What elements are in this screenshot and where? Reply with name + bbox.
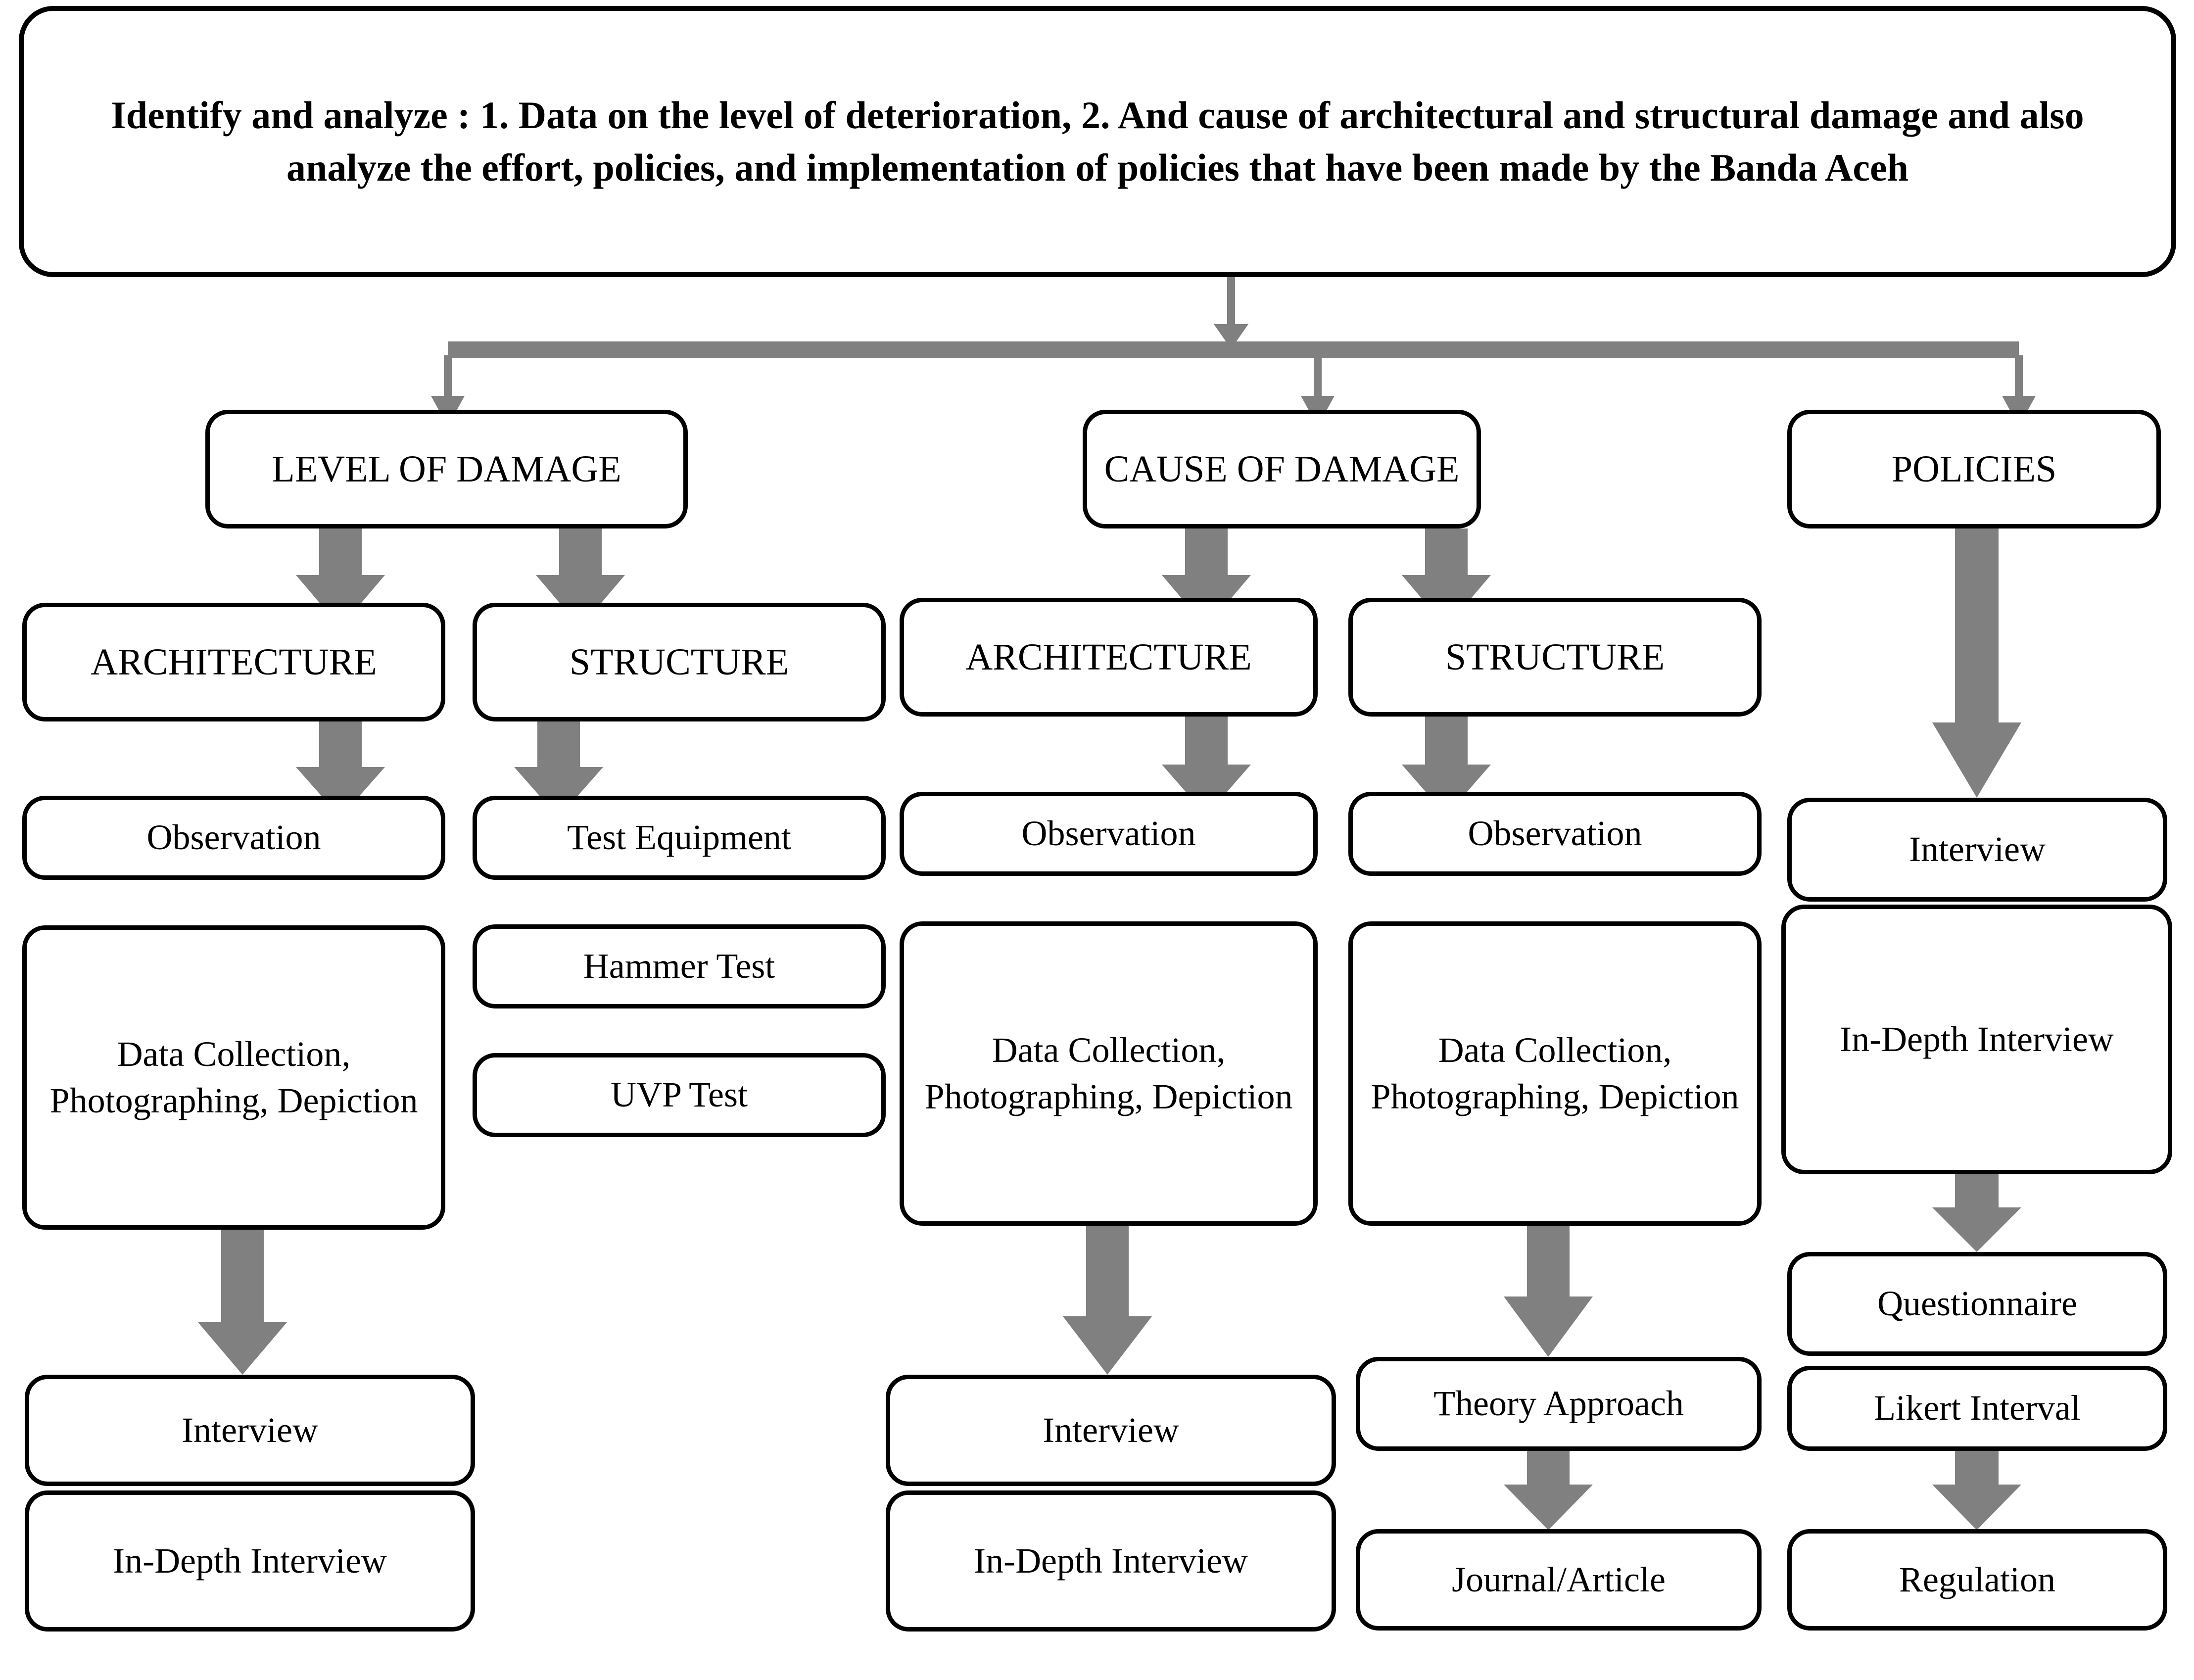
method-level-arch-interview-label: Interview <box>182 1410 318 1450</box>
category-cause-architecture-label: ARCHITECTURE <box>965 636 1252 678</box>
category-cause-architecture: ARCHITECTURE <box>900 598 1318 717</box>
method-cause-arch-observation: Observation <box>900 792 1318 876</box>
method-level-struct-test-equipment: Test Equipment <box>473 796 886 880</box>
branch-level-of-damage: LEVEL OF DAMAGE <box>205 410 688 528</box>
method-level-arch-observation-label: Observation <box>146 817 321 858</box>
method-policies-questionnaire: Questionnaire <box>1787 1252 2167 1356</box>
root-objective-text: Identify and analyze : 1. Data on the le… <box>111 93 2084 189</box>
arrow-head-root <box>1214 324 1248 349</box>
arrow-likert-to-regulation <box>1932 1450 2021 1530</box>
method-policies-indepth-interview-label: In-Depth Interview <box>1840 1019 2114 1059</box>
method-cause-struct-theory-approach-label: Theory Approach <box>1433 1384 1684 1424</box>
method-level-arch-data-collection-label: Data Collection, Photographing, Depictio… <box>49 1034 418 1120</box>
method-cause-struct-data-collection-label: Data Collection, Photographing, Depictio… <box>1371 1030 1739 1116</box>
branch-policies-label: POLICIES <box>1891 448 2057 490</box>
method-cause-arch-data-collection: Data Collection, Photographing, Depictio… <box>900 921 1318 1226</box>
category-level-architecture-label: ARCHITECTURE <box>91 641 377 683</box>
method-cause-struct-observation: Observation <box>1348 792 1762 876</box>
branch-cause-of-damage-label: CAUSE OF DAMAGE <box>1104 448 1460 490</box>
connector-bus-horizontal <box>448 341 2019 358</box>
arrow-theory-to-journal <box>1504 1449 1593 1530</box>
method-level-arch-observation: Observation <box>22 796 445 880</box>
method-cause-struct-observation-label: Observation <box>1468 814 1642 854</box>
method-cause-struct-journal-article: Journal/Article <box>1356 1529 1762 1631</box>
method-level-struct-hammer-test: Hammer Test <box>473 924 886 1008</box>
method-level-arch-indepth-interview: In-Depth Interview <box>25 1490 475 1632</box>
category-level-architecture: ARCHITECTURE <box>22 603 445 721</box>
method-policies-regulation: Regulation <box>1787 1529 2167 1631</box>
category-cause-structure: STRUCTURE <box>1348 598 1762 717</box>
method-cause-arch-interview-label: Interview <box>1043 1410 1179 1450</box>
method-policies-interview: Interview <box>1787 798 2167 902</box>
branch-policies: POLICIES <box>1787 410 2161 528</box>
method-cause-arch-indepth-interview: In-Depth Interview <box>886 1490 1336 1632</box>
branch-cause-of-damage: CAUSE OF DAMAGE <box>1083 410 1481 528</box>
method-cause-arch-indepth-interview-label: In-Depth Interview <box>974 1540 1248 1581</box>
method-level-arch-indepth-interview-label: In-Depth Interview <box>113 1540 387 1581</box>
arrow-datacollection-to-interview-left <box>198 1230 287 1375</box>
method-policies-likert-interval: Likert Interval <box>1787 1366 2167 1451</box>
branch-level-of-damage-label: LEVEL OF DAMAGE <box>272 448 621 490</box>
method-cause-arch-data-collection-label: Data Collection, Photographing, Depictio… <box>924 1030 1293 1116</box>
method-cause-struct-journal-article-label: Journal/Article <box>1452 1559 1666 1599</box>
method-level-arch-interview: Interview <box>25 1375 475 1486</box>
method-policies-regulation-label: Regulation <box>1899 1559 2055 1599</box>
category-level-structure: STRUCTURE <box>473 603 886 721</box>
method-policies-questionnaire-label: Questionnaire <box>1877 1284 2077 1324</box>
method-level-struct-uvp-test-label: UVP Test <box>611 1075 748 1115</box>
method-policies-indepth-interview: In-Depth Interview <box>1781 905 2172 1174</box>
method-policies-interview-label: Interview <box>1909 829 2046 869</box>
category-cause-structure-label: STRUCTURE <box>1445 636 1665 678</box>
method-cause-struct-data-collection: Data Collection, Photographing, Depictio… <box>1348 921 1762 1226</box>
arrow-policies-to-interview <box>1932 528 2021 798</box>
method-level-arch-data-collection: Data Collection, Photographing, Depictio… <box>22 925 445 1230</box>
connector-stem-root <box>1227 277 1235 341</box>
method-level-struct-uvp-test: UVP Test <box>473 1053 886 1137</box>
method-policies-likert-interval-label: Likert Interval <box>1874 1388 2081 1428</box>
method-cause-arch-interview: Interview <box>886 1375 1336 1486</box>
arrow-indepth-to-questionnaire <box>1932 1174 2021 1252</box>
method-cause-arch-observation-label: Observation <box>1021 814 1196 854</box>
method-level-struct-hammer-test-label: Hammer Test <box>583 946 775 986</box>
method-level-struct-test-equipment-label: Test Equipment <box>567 817 791 858</box>
method-cause-struct-theory-approach: Theory Approach <box>1356 1357 1762 1451</box>
category-level-structure-label: STRUCTURE <box>569 641 789 683</box>
root-objective-box: Identify and analyze : 1. Data on the le… <box>19 6 2176 277</box>
